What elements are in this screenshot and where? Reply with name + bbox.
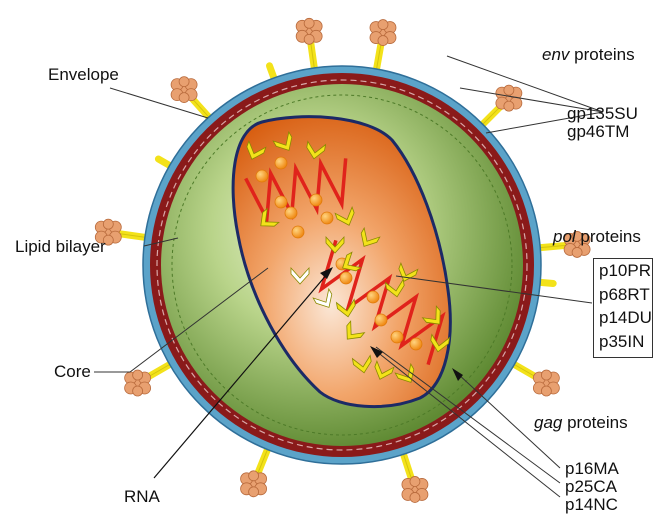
gag-protein-item: p14NC [565,496,619,514]
env-spike [370,20,396,76]
env-group-label: env proteins [542,46,635,63]
env-protein-item: gp46TM [567,123,638,141]
enzyme-dot [410,338,422,350]
gag-group-label: gag proteins [534,414,628,431]
pol-protein-item: p14DU [594,306,652,330]
gag-protein-item: p16MA [565,460,619,478]
enzyme-dot [321,212,333,224]
enzyme-dot [275,196,287,208]
env-spike [241,443,270,497]
enzyme-dot [256,170,268,182]
env-spike [171,77,213,123]
env-group-suffix: proteins [569,45,634,64]
env-spike [296,18,322,75]
enzyme-dot [340,272,352,284]
env-spike [508,361,559,396]
spike-knob [402,476,428,502]
lipid-bilayer-label: Lipid bilayer [15,238,106,255]
enzyme-dot [275,157,287,169]
core-label: Core [54,363,91,380]
enzyme-dot [285,207,297,219]
env-protein-item: gp135SU [567,105,638,123]
enzyme-dot [391,331,403,343]
env-group-italic: env [542,45,569,64]
pol-protein-item: p68RT [594,283,652,307]
gag-protein-item: p25CA [565,478,619,496]
spike-knob [533,370,559,396]
pol-protein-item: p35IN [594,330,652,354]
rna-label: RNA [124,488,160,505]
gag-protein-list: p16MA p25CA p14NC [565,460,619,514]
env-protein-list: gp135SU gp46TM [567,105,638,141]
pol-group-label: pol proteins [553,228,641,245]
pol-protein-box: p10PR p68RT p14DU p35IN [593,258,653,358]
pol-protein-item: p10PR [594,259,652,283]
enzyme-dot [367,291,379,303]
spike-knob [241,471,267,497]
spike-knob [370,20,396,46]
spike-knob [171,77,197,103]
env-spike [401,448,428,503]
pol-group-italic: pol [553,227,576,246]
enzyme-dot [310,194,322,206]
gag-group-suffix: proteins [562,413,627,432]
env-spike [125,361,176,396]
spike-knob [296,18,322,44]
enzyme-dot [375,314,387,326]
spike-knob [125,370,151,396]
gag-group-italic: gag [534,413,562,432]
enzyme-dot [292,226,304,238]
envelope-label: Envelope [48,66,119,83]
pol-group-suffix: proteins [576,227,641,246]
